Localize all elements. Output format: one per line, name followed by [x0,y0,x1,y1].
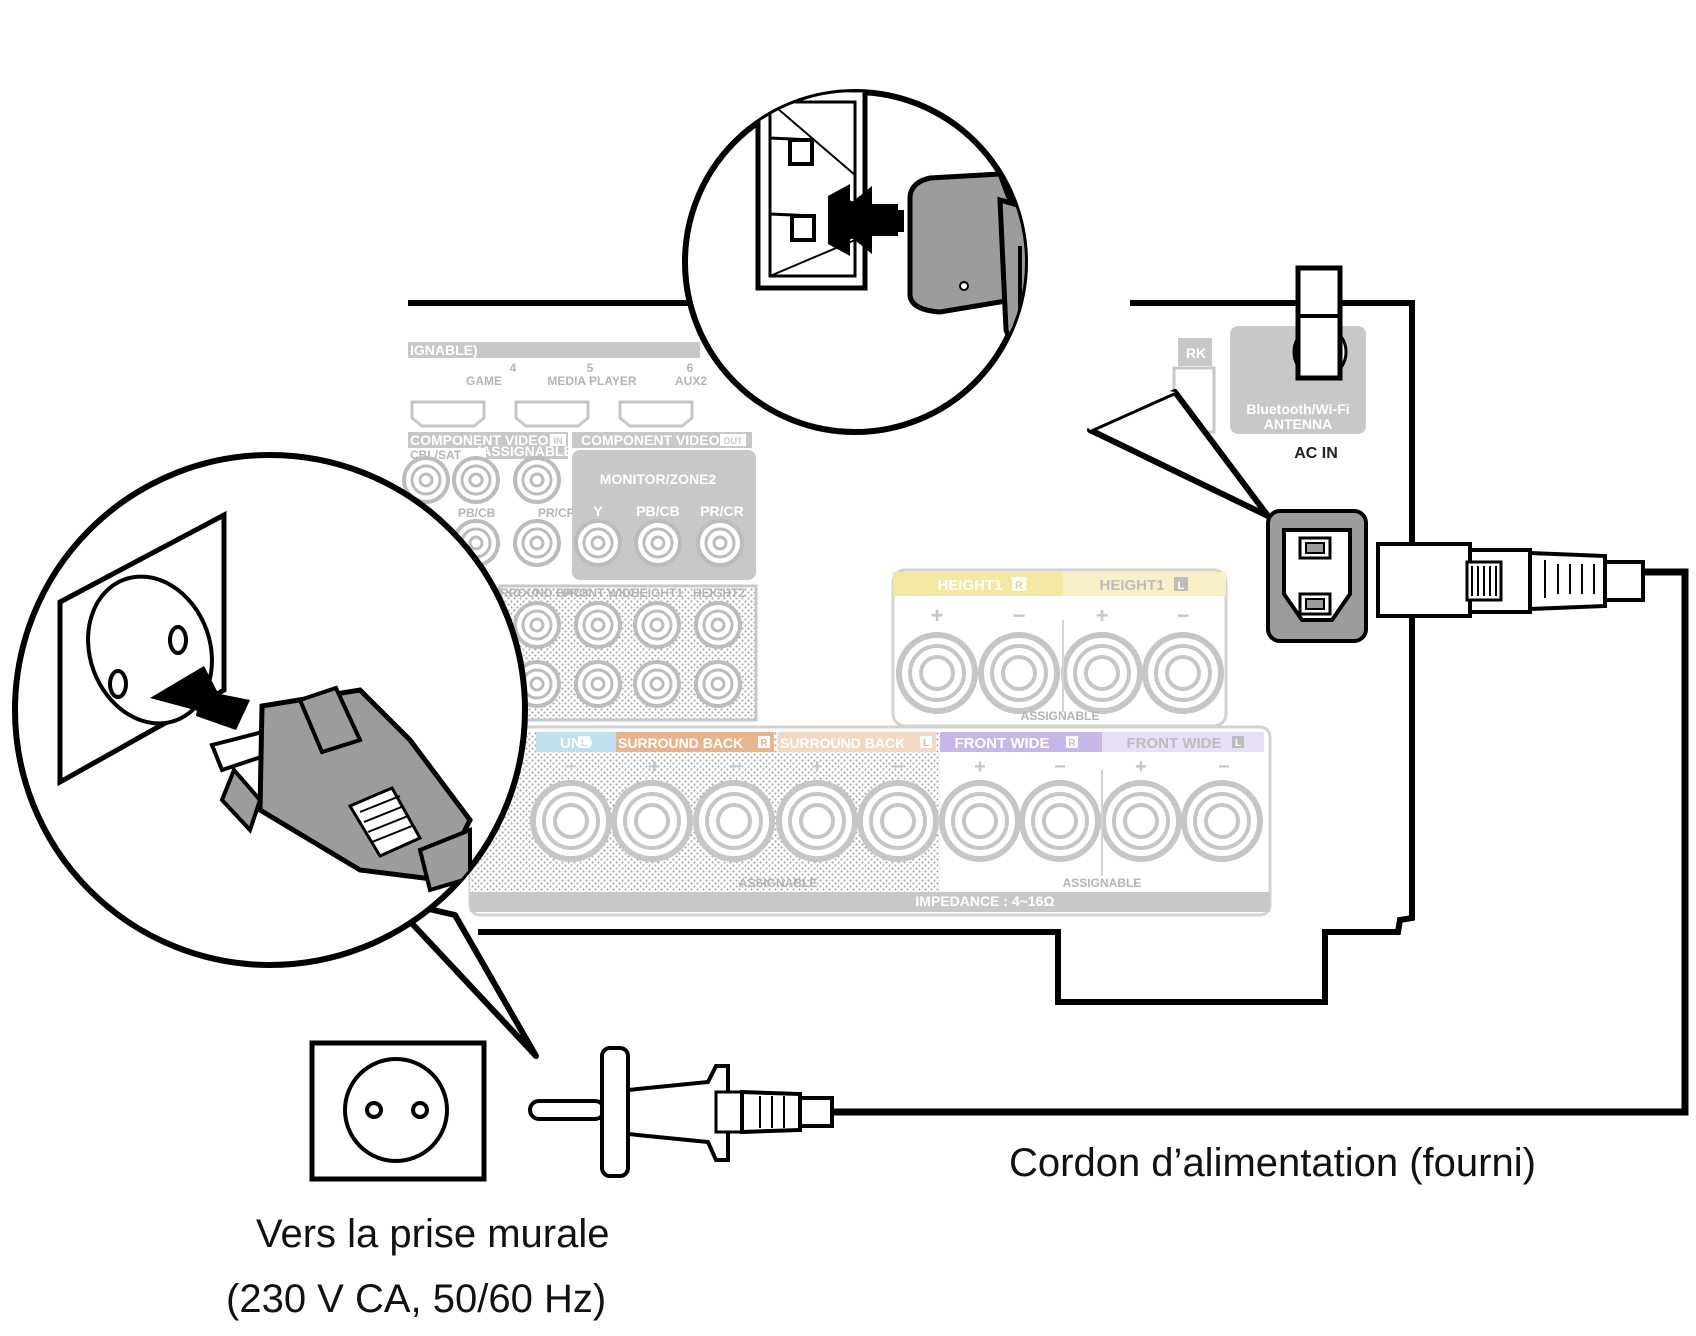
svg-text:PB/CB: PB/CB [458,506,496,520]
svg-text:SURROUND BACK: SURROUND BACK [618,735,743,751]
svg-text:FRONT WIDE: FRONT WIDE [1127,735,1222,752]
svg-text:FRONT WIDE: FRONT WIDE [955,735,1050,752]
antenna-terminal: Bluetooth/Wi-Fi ANTENNA [1230,265,1366,434]
svg-text:HEIGHT1: HEIGHT1 [631,586,683,600]
lower-speaker-terminals: UND L SURROUND BACK R SURROUND BACK L FR… [468,725,1272,917]
svg-text:−: − [1013,603,1026,628]
ac-in-label: AC IN [1294,445,1338,462]
svg-text:5: 5 [587,361,594,375]
svg-text:L: L [1235,738,1241,749]
svg-text:+: + [1135,756,1147,778]
svg-text:ASSIGNABLE: ASSIGNABLE [1063,876,1142,890]
component-video-in: COMPONENT VIDEO IN (ASSIGNABLE) CBL/SAT … [402,432,578,567]
svg-text:R: R [1068,738,1076,749]
svg-text:−: − [730,756,742,778]
zoom-callout-wall [12,452,539,1059]
iec-connector [1376,542,1645,618]
svg-text:−: − [1177,603,1190,628]
hdmi-assignable-label: IGNABLE) [410,342,478,358]
svg-text:SURROUND BACK: SURROUND BACK [483,586,591,600]
svg-text:−: − [1054,756,1066,778]
impedance-label: IMPEDANCE : 4~16Ω [915,893,1054,909]
height1-speaker-terminals: HEIGHT1 R HEIGHT1 L + − + − ASSIGNABLE [891,568,1228,728]
svg-text:IN: IN [554,436,563,446]
svg-text:RK: RK [1186,345,1206,361]
wall-outlet-caption-line1: Vers la prise murale [256,1212,610,1256]
svg-text:+: + [648,756,660,778]
svg-text:4: 4 [510,361,517,375]
svg-text:SURROUND BACK: SURROUND BACK [780,735,905,751]
svg-text:AUX2: AUX2 [675,374,707,388]
receiver-rear-panel: IGNABLE) 4 GAME 5 MEDIA PLAYER 6 AUX2 CO… [402,265,1415,1005]
svg-text:HEIGHT1: HEIGHT1 [937,577,1002,594]
svg-text:ANTENNA: ANTENNA [1264,416,1332,432]
svg-text:ASSIGNABLE: ASSIGNABLE [1021,709,1100,723]
hdmi-input-6: 6 AUX2 [618,361,707,428]
power-cord-caption: Cordon d’alimentation (fourni) [1009,1141,1536,1185]
svg-text:+: + [974,756,986,778]
svg-text:PR/CR: PR/CR [700,503,744,519]
hdmi-input-5: 5 MEDIA PLAYER [514,361,637,428]
svg-text:−: − [1218,756,1230,778]
component-video-out: COMPONENT VIDEO OUT MONITOR/ZONE2 Y PB/C… [572,432,756,580]
svg-text:COMPONENT VIDEO: COMPONENT VIDEO [410,432,549,448]
zoom-callout-inlet [682,89,1271,519]
svg-text:R: R [760,738,768,749]
wall-outlet-small [309,1040,487,1182]
svg-text:GAME: GAME [466,374,502,388]
svg-text:−: − [565,756,577,778]
svg-text:Y: Y [593,503,603,519]
svg-text:−: − [892,756,904,778]
svg-text:+: + [811,756,823,778]
svg-text:+: + [1096,603,1109,628]
svg-text:PR/CR: PR/CR [538,506,576,520]
svg-text:R: R [1015,580,1023,592]
svg-text:6: 6 [687,361,694,375]
svg-text:(ASSIGNABLE): (ASSIGNABLE) [476,443,577,459]
monitor-zone2-label: MONITOR/ZONE2 [600,471,717,487]
svg-text:MEDIA PLAYER: MEDIA PLAYER [547,374,636,388]
svg-text:HEIGHT1: HEIGHT1 [1099,577,1164,594]
wall-plug-small [528,1046,834,1178]
svg-text:+: + [931,603,944,628]
svg-text:COMPONENT VIDEO: COMPONENT VIDEO [581,432,720,448]
hdmi-input-4: 4 GAME [410,361,517,428]
svg-text:L: L [923,738,929,749]
pre-out-jacks: SURROUND BACK FRONT WIDE HEIGHT1 HEIGHT2 [483,584,758,722]
svg-text:PB/CB: PB/CB [636,503,680,519]
svg-text:ASSIGNABLE: ASSIGNABLE [739,876,818,890]
wall-outlet-caption-line2: (230 V CA, 50/60 Hz) [226,1277,607,1321]
ac-inlet [1266,509,1368,643]
svg-text:L: L [581,738,587,749]
svg-text:HEIGHT2: HEIGHT2 [693,586,745,600]
power-cord [528,542,1689,1178]
svg-text:L: L [1178,580,1185,592]
svg-text:Bluetooth/Wi-Fi: Bluetooth/Wi-Fi [1246,401,1349,417]
svg-text:OUT: OUT [724,436,744,446]
svg-text:FRONT WIDE: FRONT WIDE [563,586,639,600]
